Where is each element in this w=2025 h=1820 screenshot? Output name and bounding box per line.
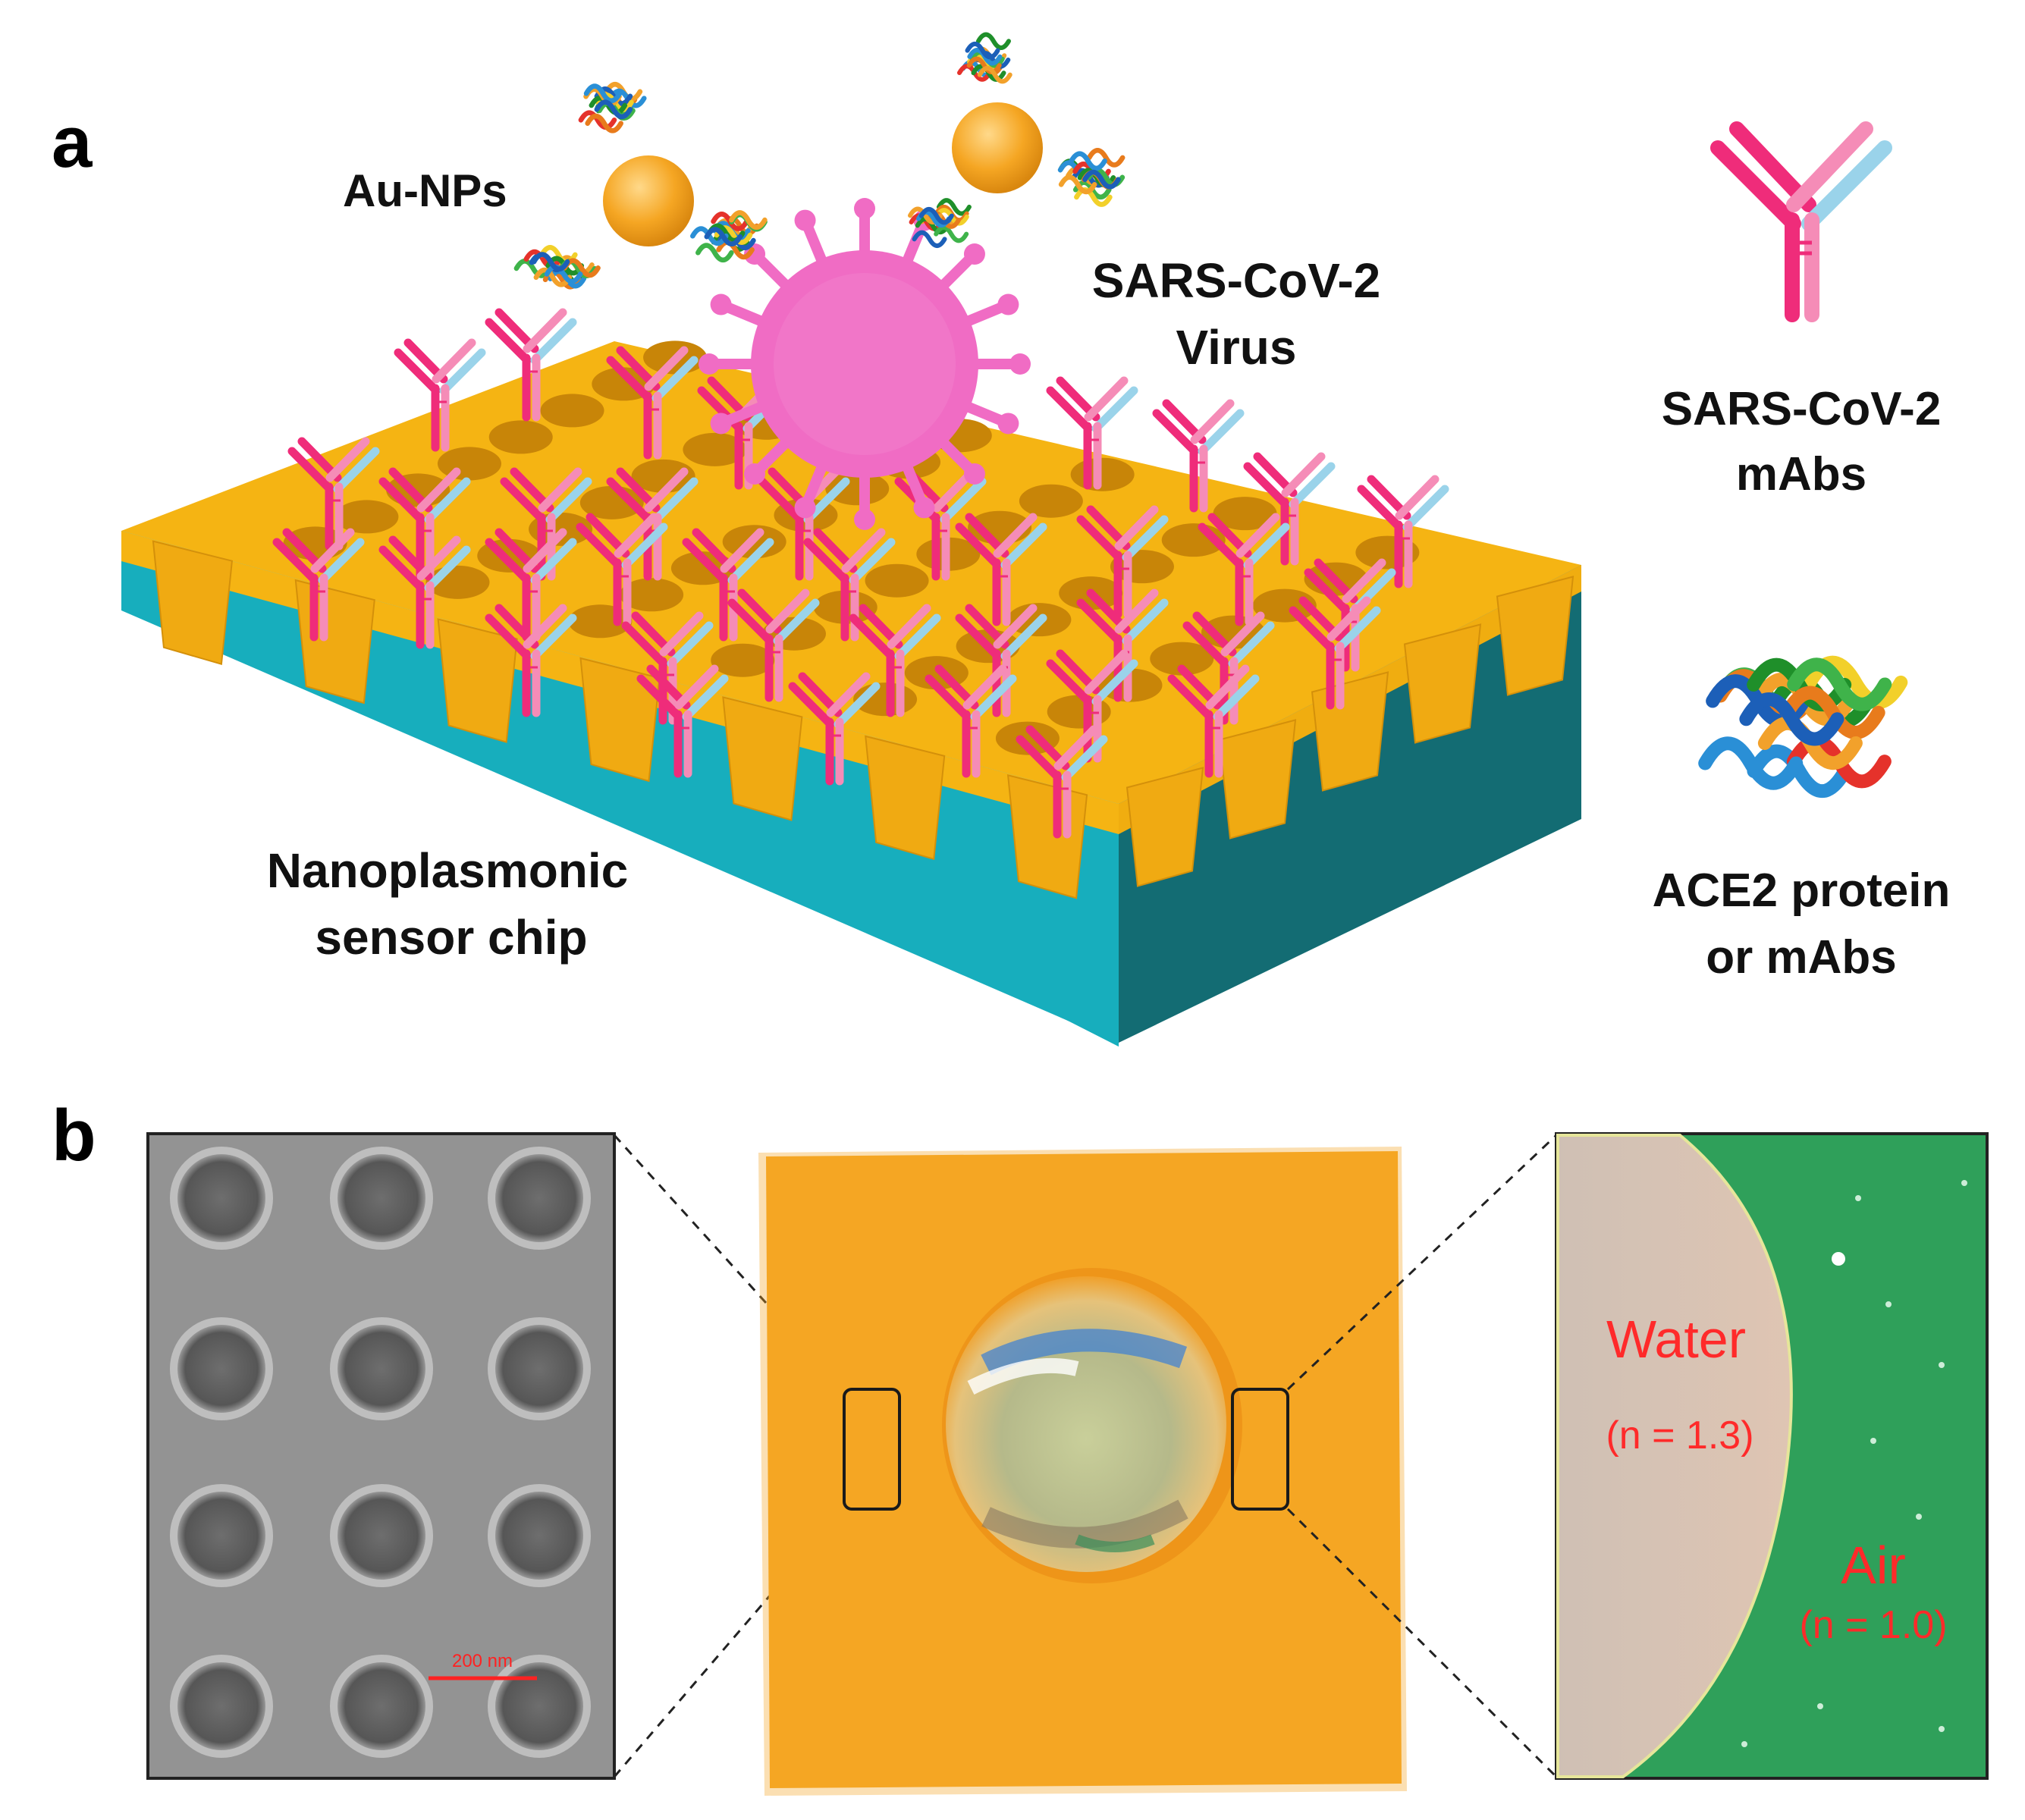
- chip-label-line2: sensor chip: [315, 910, 587, 965]
- cut-hole-left: [153, 541, 232, 664]
- cut-hole-left: [865, 736, 944, 859]
- cut-hole-right: [1405, 625, 1480, 743]
- au-nanoparticle-2: [910, 35, 1122, 246]
- legend-mabs-line1: SARS-CoV-2: [1662, 383, 1942, 435]
- cut-hole-right: [1127, 768, 1203, 886]
- cut-hole-left: [296, 580, 375, 703]
- cut-hole-left: [581, 658, 660, 781]
- sem-scalebar-label: 200 nm: [452, 1651, 513, 1671]
- cut-hole-left: [1008, 775, 1087, 898]
- water-index-label: (n = 1.3): [1606, 1414, 1753, 1458]
- cut-hole-right: [1220, 720, 1295, 839]
- legend-ace2-line1: ACE2 protein: [1653, 864, 1951, 917]
- au-nanoparticle-1: [516, 84, 765, 287]
- surface-hole: [438, 447, 501, 480]
- surface-hole: [1019, 485, 1083, 518]
- sem-nanohole: [338, 1492, 425, 1580]
- sem-nanohole: [495, 1662, 583, 1750]
- virus-label-line2: Virus: [1176, 320, 1297, 375]
- legend-antibody-icon: [1718, 129, 1885, 315]
- sem-nanohole: [338, 1154, 425, 1242]
- air-index-label: (n = 1.0): [1799, 1603, 1947, 1647]
- surface-hole: [334, 500, 398, 533]
- sem-image: 200 nm: [148, 1134, 614, 1778]
- legend-ace2-line2: or mAbs: [1706, 931, 1896, 984]
- water-label: Water: [1606, 1310, 1746, 1369]
- cut-hole-right: [1497, 577, 1573, 695]
- panel-b-letter: b: [52, 1095, 96, 1176]
- surface-hole: [1071, 458, 1135, 491]
- cut-hole-left: [723, 697, 802, 820]
- sem-nanohole: [495, 1325, 583, 1413]
- water-air-image: Water (n = 1.3) Air (n = 1.0): [1556, 1134, 1987, 1778]
- sem-nanohole: [338, 1325, 425, 1413]
- sem-nanohole: [177, 1492, 265, 1580]
- au-nps-label: Au-NPs: [343, 165, 507, 216]
- legend-ace2-protein-icon: [1705, 663, 1901, 792]
- sem-nanohole: [495, 1492, 583, 1580]
- surface-hole: [865, 564, 929, 598]
- virus-label-line1: SARS-CoV-2: [1092, 253, 1381, 308]
- air-label: Air: [1841, 1536, 1906, 1595]
- sem-nanohole: [495, 1154, 583, 1242]
- sem-nanohole: [177, 1154, 265, 1242]
- sem-nanohole: [177, 1662, 265, 1750]
- sem-nanohole: [338, 1662, 425, 1750]
- legend-mabs-line2: mAbs: [1736, 448, 1866, 500]
- chip-label-line1: Nanoplasmonic: [267, 843, 629, 898]
- sem-nanohole: [177, 1325, 265, 1413]
- chip-photo: [758, 1147, 1407, 1796]
- surface-hole: [541, 394, 604, 427]
- cut-hole-right: [1312, 673, 1388, 791]
- panel-a-letter: a: [52, 102, 93, 183]
- surface-hole: [568, 604, 632, 638]
- surface-hole: [489, 420, 553, 453]
